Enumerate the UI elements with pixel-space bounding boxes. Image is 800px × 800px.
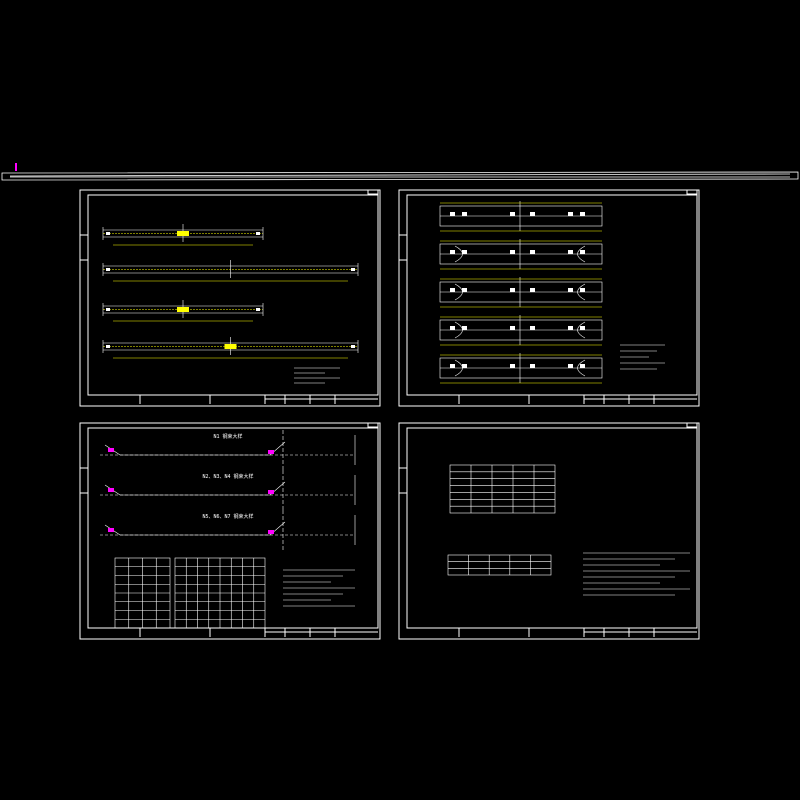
void-arc <box>577 359 586 377</box>
tendon-block <box>568 288 573 292</box>
tendon-block <box>530 288 535 292</box>
tendon-block <box>510 288 515 292</box>
anchor-block <box>256 232 260 235</box>
tendon-section-label: N2、N3、N4 钢束大样 <box>202 473 253 480</box>
sheet-1-frame <box>79 189 381 407</box>
highlight-block <box>177 307 189 312</box>
tendon-profile: N2、N3、N4 钢束大样 <box>100 470 356 510</box>
void-arc <box>577 321 586 339</box>
anchor-block <box>106 232 110 235</box>
outer-border <box>398 189 700 407</box>
tendon-block <box>450 364 455 368</box>
table-border <box>449 464 556 514</box>
cross-section-strip <box>439 239 603 270</box>
tendon-block <box>568 212 573 216</box>
tendon-block <box>530 326 535 330</box>
anchor-block <box>256 308 260 311</box>
anchor-block <box>351 345 355 348</box>
tendon-block <box>510 326 515 330</box>
tendon-table-2 <box>174 557 266 629</box>
tendon-section-label: N1 钢束大样 <box>213 433 242 440</box>
tendon-block <box>510 364 515 368</box>
corner-tab <box>367 189 379 195</box>
outer-border <box>79 422 381 640</box>
tendon-block <box>580 364 585 368</box>
beam-elevation <box>102 300 264 322</box>
material-table-2 <box>447 554 552 576</box>
tendon-block <box>450 288 455 292</box>
tendon-block <box>462 212 467 216</box>
tendon-block <box>510 212 515 216</box>
anchor-marker <box>268 450 274 454</box>
tendon-block <box>580 212 585 216</box>
tendon-block <box>580 250 585 254</box>
cross-section-strip <box>439 315 603 346</box>
beam-elevation <box>102 260 359 282</box>
tendon-block <box>510 250 515 254</box>
highlight-block <box>224 344 237 349</box>
tendon-block <box>580 288 585 292</box>
anchor-block <box>351 268 355 271</box>
tendon-block <box>530 364 535 368</box>
tendon-block <box>462 364 467 368</box>
void-arc <box>577 283 586 301</box>
void-arc <box>577 245 586 263</box>
tendon-table-1 <box>114 557 171 629</box>
outer-border <box>398 422 700 640</box>
anchor-marker <box>108 528 114 532</box>
tendon-block <box>568 250 573 254</box>
inner-border <box>87 427 379 629</box>
corner-tab <box>686 422 698 428</box>
tendon-section-label: N5、N6、N7 钢束大样 <box>202 513 253 520</box>
corner-tab <box>686 189 698 195</box>
anchor-marker <box>108 488 114 492</box>
profile-curve <box>104 481 286 496</box>
tendon-profile: N5、N6、N7 钢束大样 <box>100 510 356 550</box>
tendon-block <box>568 326 573 330</box>
magenta-marker <box>15 163 17 171</box>
tendon-block <box>462 326 467 330</box>
sheet-frames <box>79 189 700 640</box>
tendon-block <box>462 250 467 254</box>
profile-curve <box>104 521 286 536</box>
beam-elevation <box>102 224 264 246</box>
profile-curve <box>104 441 286 456</box>
anchor-block <box>106 268 110 271</box>
corner-tab <box>367 422 379 428</box>
anchor-marker <box>268 530 274 534</box>
tendon-block <box>530 250 535 254</box>
tendon-block <box>450 326 455 330</box>
cross-section-strip <box>439 353 603 384</box>
tendon-block <box>450 212 455 216</box>
anchor-block <box>106 345 110 348</box>
tendon-block <box>530 212 535 216</box>
highlight-block <box>177 231 189 236</box>
beam-elevation <box>102 337 359 359</box>
inner-border <box>406 427 698 629</box>
cross-section-strip <box>439 277 603 308</box>
outer-border <box>79 189 381 407</box>
tendon-block <box>580 326 585 330</box>
sheet-3-frame <box>79 422 381 640</box>
tendon-block <box>568 364 573 368</box>
tendon-block <box>462 288 467 292</box>
material-table-1 <box>449 464 556 514</box>
tendon-block <box>450 250 455 254</box>
sheet-4-frame <box>398 422 700 640</box>
top-beam-elevation <box>1 171 799 181</box>
anchor-block <box>106 308 110 311</box>
sheet-2-frame <box>398 189 700 407</box>
table-border <box>447 554 552 576</box>
sheet-content: N1 钢束大样 N2、N3、N4 钢束大样 N5、N6、N7 钢束大样 <box>100 201 690 629</box>
anchor-marker <box>108 448 114 452</box>
anchor-marker <box>268 490 274 494</box>
inner-border <box>87 194 379 396</box>
tendon-profile: N1 钢束大样 <box>100 430 356 470</box>
cross-section-strip <box>439 201 603 232</box>
